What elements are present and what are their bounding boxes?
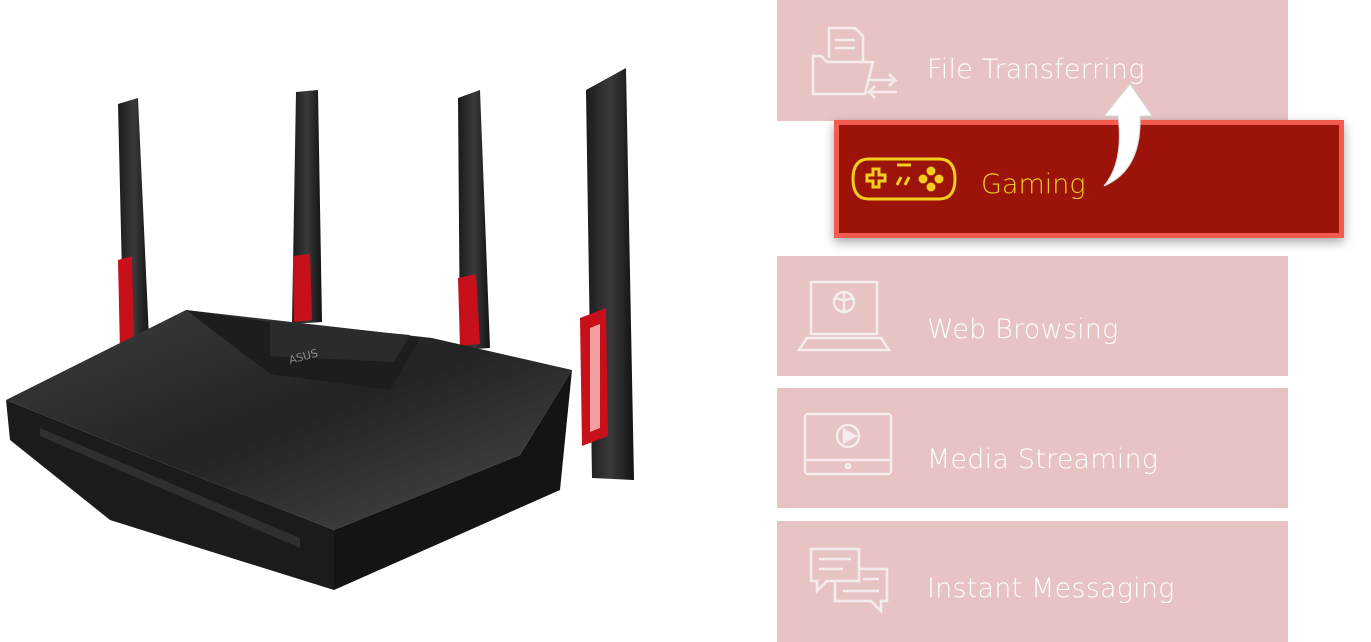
- web-browsing-tile[interactable]: Web Browsing: [777, 256, 1288, 376]
- antenna-3: [458, 90, 490, 350]
- file-transfer-icon: [811, 26, 899, 99]
- gaming-label: Gaming: [981, 169, 1086, 200]
- router-body: [6, 310, 572, 590]
- antenna-1: [118, 98, 150, 360]
- instant-messaging-label: Instant Messaging: [927, 573, 1175, 604]
- chat-bubbles-icon: [809, 547, 889, 615]
- router-image: ASUS: [6, 68, 634, 590]
- gaming-tile[interactable]: Gaming: [834, 120, 1344, 238]
- web-browsing-label: Web Browsing: [927, 314, 1119, 345]
- media-streaming-tile[interactable]: Media Streaming: [777, 388, 1288, 508]
- instant-messaging-tile[interactable]: Instant Messaging: [777, 521, 1288, 642]
- curved-arrow-up-icon: [1102, 83, 1153, 187]
- antenna-2: [292, 90, 322, 324]
- monitor-play-icon: [803, 412, 893, 476]
- file-transferring-label: File Transferring: [927, 54, 1145, 85]
- gamepad-icon: [851, 157, 957, 201]
- file-transferring-tile[interactable]: File Transferring: [777, 0, 1288, 121]
- laptop-globe-icon: [797, 280, 891, 352]
- media-streaming-label: Media Streaming: [927, 444, 1159, 475]
- antenna-4: [580, 68, 634, 480]
